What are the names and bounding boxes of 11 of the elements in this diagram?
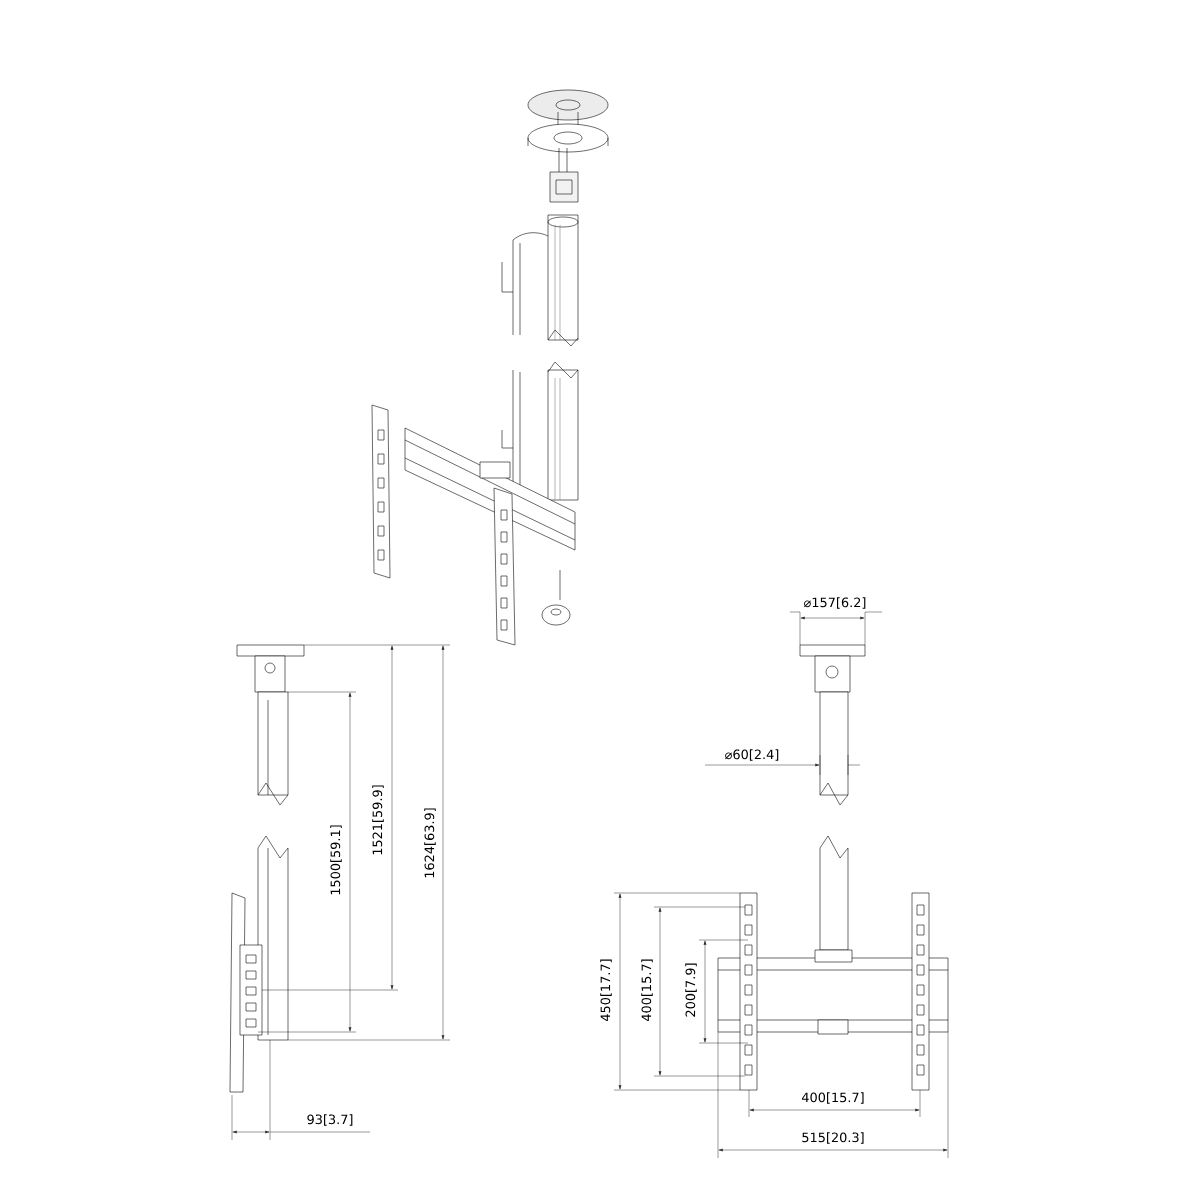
dimension-label: 400[15.7]: [800, 1091, 866, 1105]
dimension-label: 515[20.3]: [800, 1131, 866, 1145]
dimension-label: 1521[59.9]: [371, 783, 385, 857]
dimension-label: 200[7.9]: [684, 961, 698, 1019]
dimension-label: 1624[63.9]: [423, 806, 437, 880]
dimension-label: ⌀60[2.4]: [723, 748, 781, 762]
dimension-label: 1500[59.1]: [329, 823, 343, 897]
dimension-label: ⌀157[6.2]: [802, 596, 868, 610]
dimension-label: 450[17.7]: [599, 957, 613, 1023]
dimension-label: 400[15.7]: [640, 957, 654, 1023]
dimension-label: 93[3.7]: [305, 1113, 355, 1127]
